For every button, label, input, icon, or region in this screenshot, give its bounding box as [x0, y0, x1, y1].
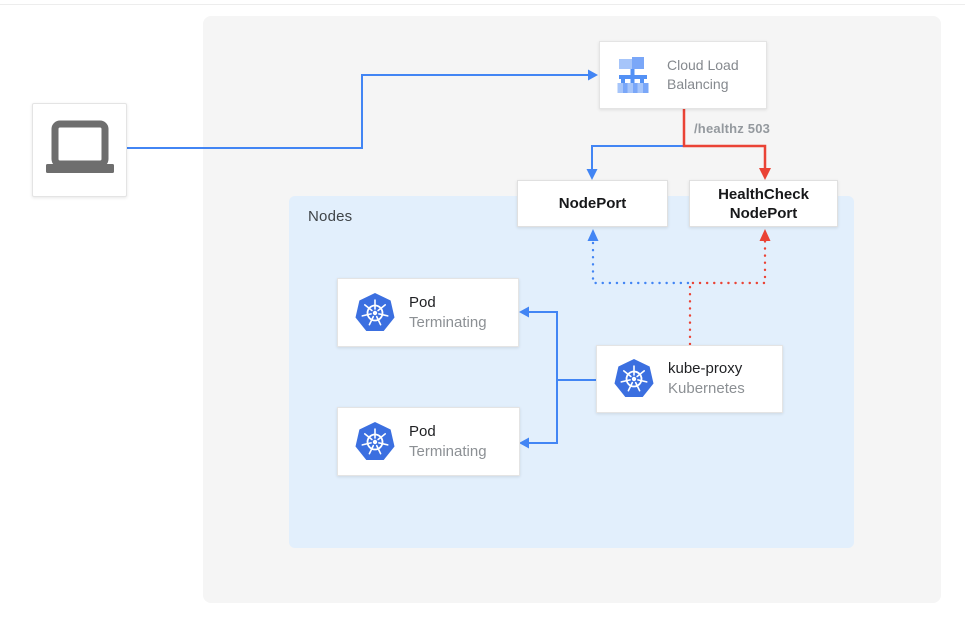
pod-title: Pod: [409, 422, 436, 440]
healthcheck-nodeport-node: HealthCheck NodePort: [689, 180, 838, 227]
kubeproxy-to-pod1-arrowhead: [519, 306, 529, 318]
kubeproxy-to-pods-arrows: [528, 311, 596, 444]
kubeproxy-to-healthcheck-dotted-arrowhead: [759, 229, 771, 241]
client-node: [32, 103, 127, 197]
cloud-load-balancing-node: Cloud Load Balancing: [599, 41, 767, 109]
kubernetes-icon: [614, 359, 654, 397]
pod-terminating-node-2: Pod Terminating: [337, 407, 520, 476]
pod-text: Pod Terminating: [409, 293, 487, 333]
cloud-load-balancing-label: Cloud Load Balancing: [667, 57, 739, 92]
kube-proxy-title: kube-proxy: [668, 360, 743, 377]
kubeproxy-to-pod2-arrowhead: [519, 437, 529, 449]
pod-text: Pod Terminating: [409, 422, 487, 462]
nodes-group-label: Nodes: [308, 208, 353, 225]
top-divider: [0, 4, 965, 5]
lb-to-nodeport-arrowhead: [586, 169, 598, 180]
kubernetes-icon: [355, 292, 395, 331]
client-to-lb-arrowhead: [588, 69, 598, 81]
lb-to-healthcheck-arrow: [682, 108, 767, 169]
pod-title: Pod: [409, 293, 436, 311]
lb-to-healthcheck-arrowhead: [759, 168, 771, 180]
kubeproxy-to-nodeport-dotted: [591, 239, 690, 285]
kubernetes-icon: [355, 421, 395, 460]
laptop-icon: [45, 120, 114, 173]
healthz-503-label: /healthz 503: [694, 121, 771, 136]
nodeport-label: NodePort: [558, 195, 627, 212]
kubeproxy-to-healthcheck-dotted: [688, 239, 767, 346]
kube-proxy-text: kube-proxy Kubernetes: [668, 359, 745, 399]
cloud-load-balancing-icon: [617, 57, 649, 93]
pod-status: Terminating: [409, 442, 487, 460]
pod-status: Terminating: [409, 313, 487, 331]
kube-proxy-node: kube-proxy Kubernetes: [596, 345, 783, 413]
client-to-lb-arrow: [127, 74, 589, 149]
kube-proxy-subtitle: Kubernetes: [668, 380, 745, 397]
pod-terminating-node-1: Pod Terminating: [337, 278, 519, 347]
nodeport-node: NodePort: [517, 180, 668, 227]
healthcheck-nodeport-label: HealthCheck NodePort: [718, 185, 809, 222]
kubeproxy-to-nodeport-dotted-arrowhead: [587, 229, 599, 241]
lb-to-nodeport-arrow: [591, 145, 684, 170]
